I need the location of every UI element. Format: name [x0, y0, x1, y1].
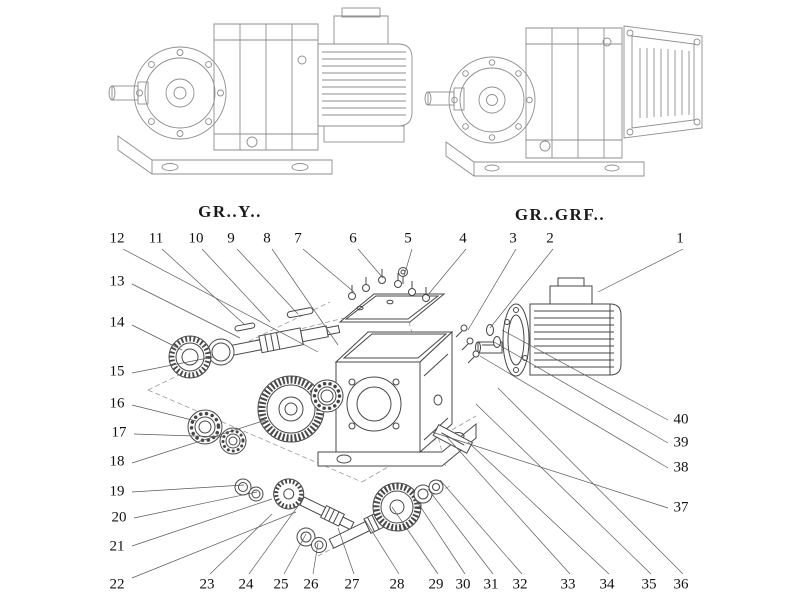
- callout-29: 29: [428, 576, 444, 593]
- exploded-view: [168, 267, 622, 553]
- callout-30: 30: [455, 576, 471, 593]
- callout-37: 37: [673, 499, 689, 516]
- callout-31: 31: [483, 576, 499, 593]
- gear-housing: [317, 330, 477, 467]
- cover-bolts: [348, 267, 430, 311]
- gear-side-bearing: [310, 379, 344, 413]
- callout-26: 26: [303, 576, 319, 593]
- callout-22: 22: [109, 576, 125, 593]
- callout-24: 24: [238, 576, 254, 593]
- callout-19: 19: [109, 483, 125, 500]
- callout-1: 1: [676, 230, 684, 247]
- callout-15: 15: [109, 363, 125, 380]
- callout-17: 17: [111, 424, 127, 441]
- callout-39: 39: [673, 434, 689, 451]
- housing-cover-plate: [338, 293, 446, 323]
- callout-20: 20: [111, 509, 127, 526]
- ball-bearing-large: [187, 409, 223, 445]
- output-gear-shaft: [328, 511, 386, 549]
- callout-36: 36: [673, 576, 689, 593]
- callout-25: 25: [273, 576, 289, 593]
- callout-8: 8: [263, 230, 271, 247]
- callout-9: 9: [227, 230, 235, 247]
- callout-13: 13: [109, 273, 125, 290]
- callout-14: 14: [109, 314, 125, 331]
- leader-lines: [122, 248, 684, 579]
- callout-40: 40: [673, 411, 689, 428]
- callout-23: 23: [199, 576, 215, 593]
- callout-28: 28: [389, 576, 405, 593]
- flange-hardware: [455, 324, 501, 364]
- callout-6: 6: [349, 230, 357, 247]
- input-shaft: [225, 307, 341, 357]
- callout-38: 38: [673, 459, 689, 476]
- callout-21: 21: [109, 538, 125, 555]
- callout-5: 5: [404, 230, 412, 247]
- callout-18: 18: [109, 453, 125, 470]
- callout-2: 2: [546, 230, 554, 247]
- output-gear: [372, 482, 422, 532]
- model-label-gr-y: GR..Y..: [198, 202, 262, 221]
- assembled-view-gr-grf: [424, 25, 703, 177]
- callout-32: 32: [512, 576, 528, 593]
- output-gear-washers: [413, 479, 444, 504]
- callout-11: 11: [148, 230, 164, 247]
- callout-12: 12: [109, 230, 125, 247]
- assembled-view-gr-y: [108, 7, 413, 175]
- pinion-washers: [234, 478, 264, 502]
- callout-27: 27: [344, 576, 360, 593]
- callout-4: 4: [459, 230, 467, 247]
- callout-16: 16: [109, 395, 125, 412]
- callout-10: 10: [188, 230, 204, 247]
- callout-3: 3: [509, 230, 517, 247]
- callout-33: 33: [560, 576, 576, 593]
- pinion-shaft: [273, 478, 355, 531]
- ball-bearing-small: [219, 427, 247, 455]
- callout-34: 34: [599, 576, 615, 593]
- callout-35: 35: [641, 576, 657, 593]
- toothed-bearing-ring: [168, 335, 212, 379]
- callout-7: 7: [294, 230, 302, 247]
- model-label-gr-grf: GR..GRF..: [514, 205, 606, 224]
